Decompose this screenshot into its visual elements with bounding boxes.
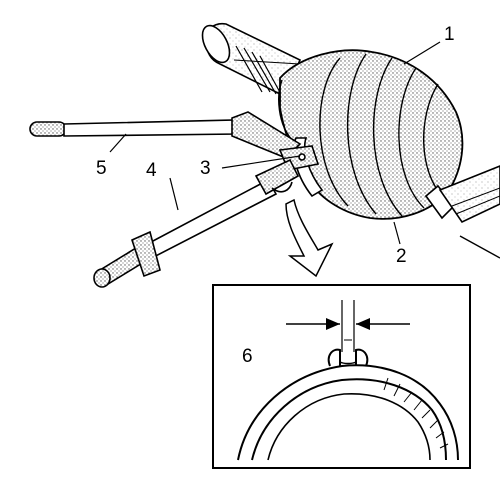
- splined-shaft: [201, 22, 302, 98]
- callout-3: 3: [200, 158, 211, 179]
- pliers-handle-lower: [93, 158, 300, 288]
- callout-6: 6: [242, 346, 253, 367]
- cv-boot: [278, 49, 464, 220]
- axle-shaft: [438, 165, 500, 259]
- band-hatching: [383, 377, 449, 449]
- pliers-handle-upper: [29, 111, 320, 171]
- leader-1: [403, 41, 441, 65]
- leader-3: [221, 155, 301, 169]
- leader-2: [393, 221, 401, 245]
- callout-1: 1: [444, 24, 455, 45]
- leader-5: [109, 133, 127, 153]
- callout-5: 5: [96, 158, 107, 179]
- callout-4: 4: [146, 160, 157, 181]
- leader-4: [169, 177, 179, 211]
- callout-2: 2: [396, 246, 407, 267]
- detail-arrow: [285, 198, 334, 278]
- detail-inset: [212, 284, 471, 469]
